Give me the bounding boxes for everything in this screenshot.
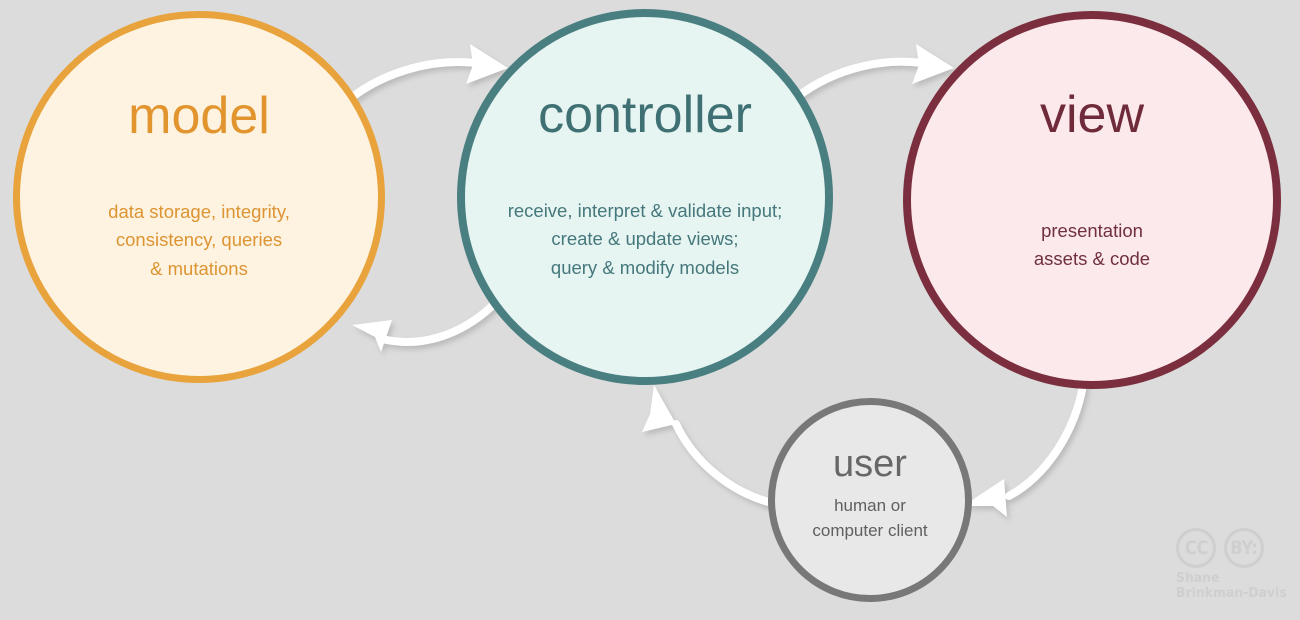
node-model-title: model: [128, 87, 270, 145]
by-mark-label: BY:: [1230, 537, 1258, 559]
node-controller-title: controller: [538, 86, 752, 144]
arrow-model-to-controller: [341, 44, 508, 107]
node-controller-description-line: create & update views;: [551, 228, 739, 250]
node-model[interactable]: model data storage, integrity, consisten…: [13, 11, 385, 383]
arrow-controller-to-model: [352, 302, 496, 352]
node-user-description-line: computer client: [812, 520, 928, 540]
cc-marks: CC BY:: [1176, 528, 1288, 568]
arrow-controller-to-view: [787, 44, 954, 106]
node-model-description-line: data storage, integrity,: [108, 201, 290, 222]
cc-by-icon: BY:: [1224, 528, 1264, 568]
license-attribution-line-1: Shane: [1176, 570, 1220, 586]
node-controller-description-line: receive, interpret & validate input;: [507, 200, 783, 221]
node-controller-description-line: query & modify models: [550, 256, 740, 278]
node-user[interactable]: user human or computer client: [768, 398, 972, 602]
creative-commons-icon: CC: [1176, 528, 1216, 568]
license-attribution-line-2: Brinkman-Davis: [1176, 584, 1287, 601]
node-view-description-line: presentation: [1041, 220, 1143, 241]
license-attribution: Shane Brinkman-Davis: [1176, 570, 1287, 601]
arrow-user-to-controller: [642, 385, 776, 507]
node-model-description-line: & mutations: [150, 257, 248, 279]
node-view-title: view: [1039, 86, 1145, 144]
license-badge: CC BY: Shane Brinkman-Davis: [1176, 528, 1288, 606]
node-view-description-line: assets & code: [1033, 248, 1151, 270]
node-controller[interactable]: controller receive, interpret & validate…: [457, 9, 833, 385]
node-model-description-line: consistency, queries: [115, 229, 283, 251]
arrow-view-to-user: [963, 381, 1087, 517]
node-model-description: data storage, integrity, consistency, qu…: [49, 198, 349, 283]
node-user-description: human or computer client: [775, 494, 965, 543]
cc-mark-label: CC: [1184, 537, 1208, 559]
node-user-description-line: human or: [834, 496, 906, 515]
node-user-title: user: [833, 443, 907, 485]
node-view[interactable]: view presentation assets & code: [903, 11, 1281, 389]
node-view-description: presentation assets & code: [942, 217, 1242, 274]
node-controller-description: receive, interpret & validate input; cre…: [480, 197, 810, 282]
